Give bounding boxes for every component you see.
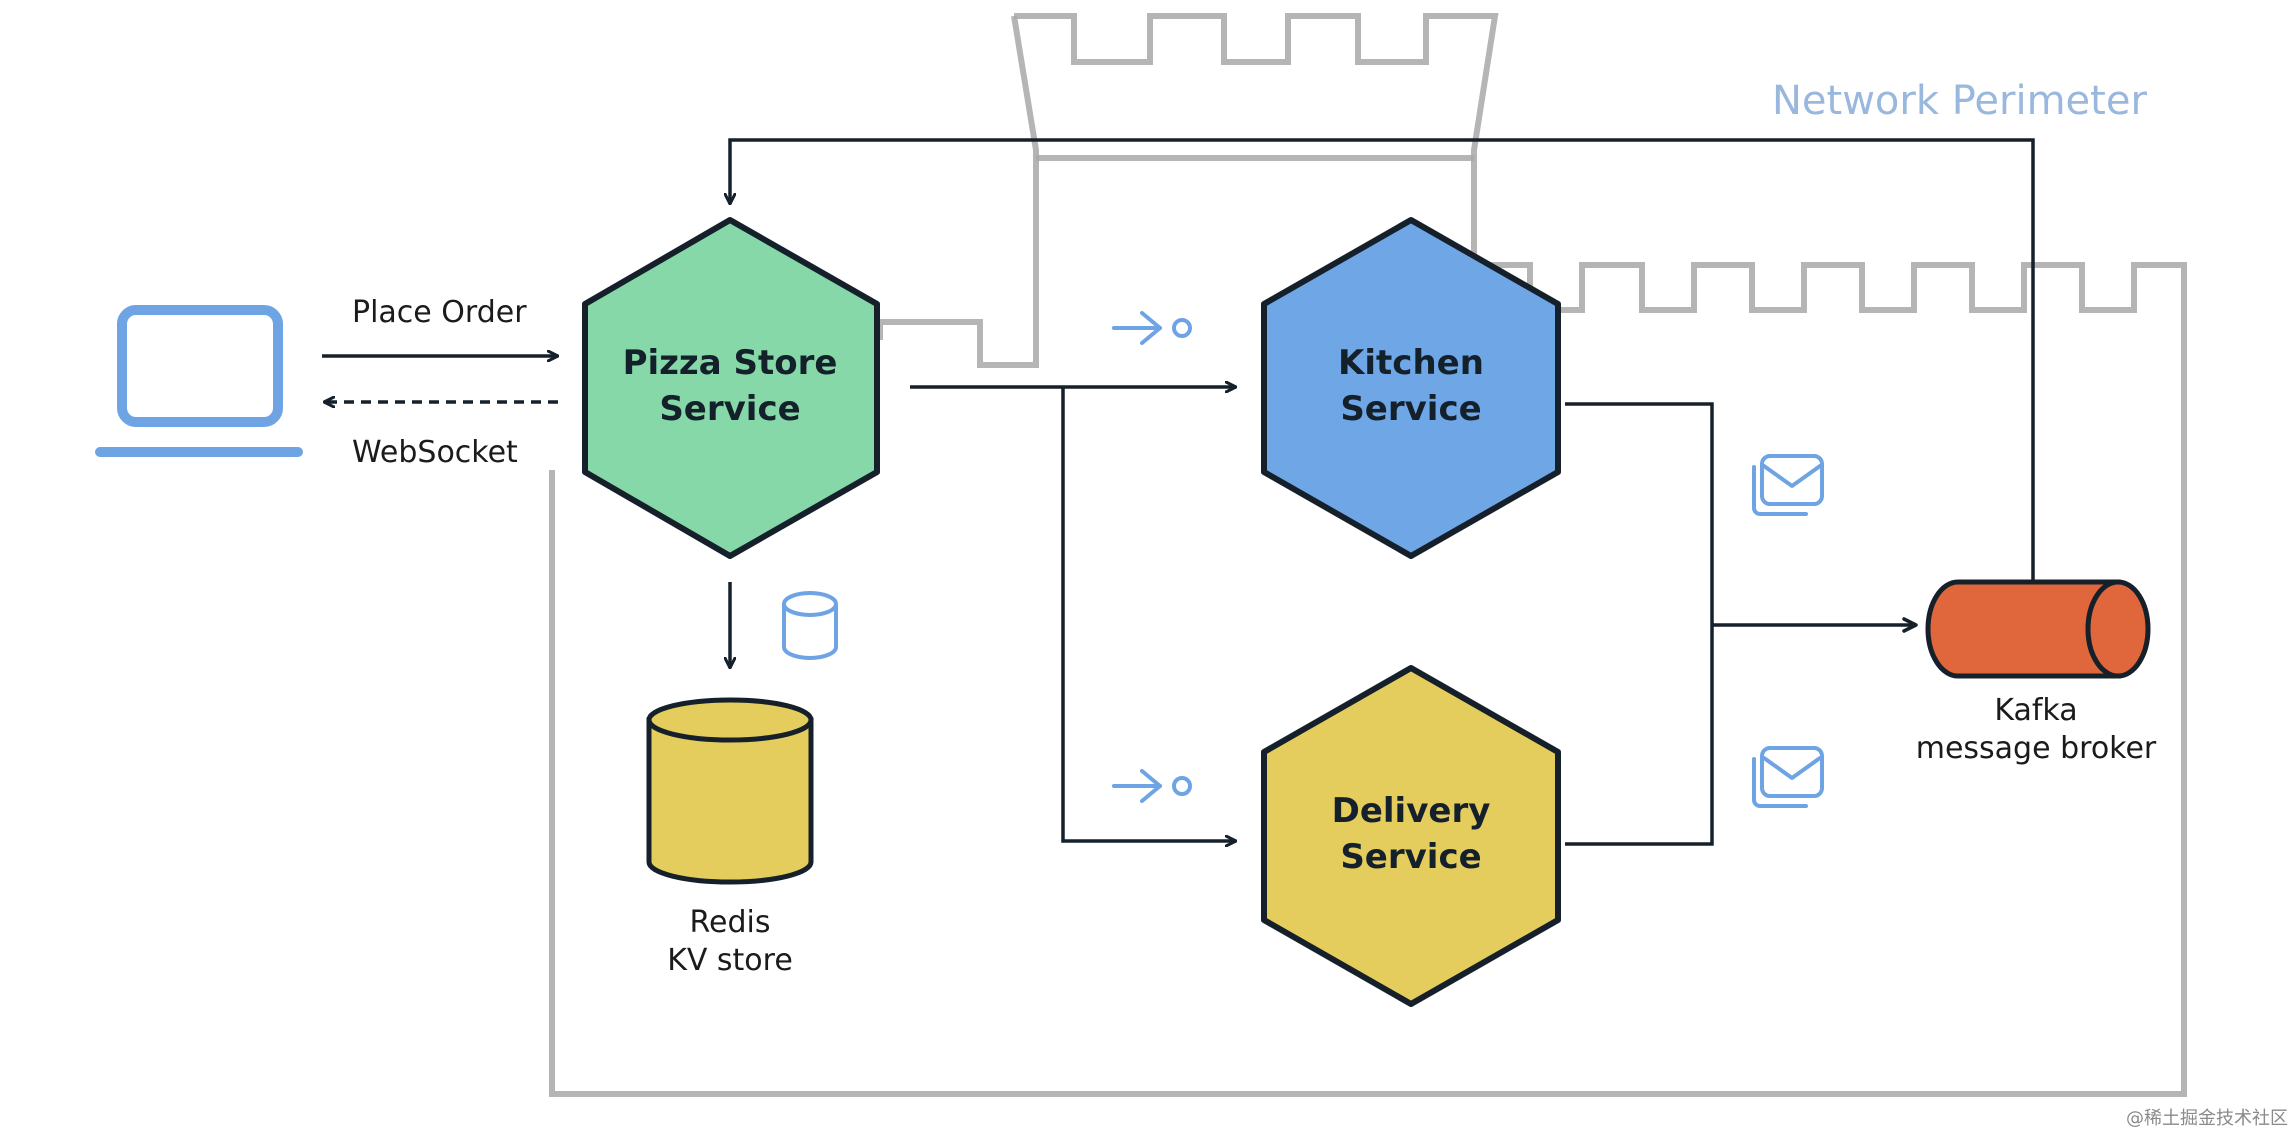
message-icon: [1752, 746, 1824, 808]
websocket-label: WebSocket: [352, 435, 518, 470]
redis-label-line1: Redis: [690, 905, 771, 940]
pizza-store-label-line1: Pizza Store: [623, 343, 838, 383]
laptop-icon: [95, 305, 303, 457]
kitchen-to-kafka-connector: [1565, 402, 1714, 846]
kafka-to-pizza-arrow: [730, 138, 2035, 582]
kitchen-label-line1: Kitchen: [1338, 343, 1484, 383]
kafka-label-line2: message broker: [1916, 731, 2157, 766]
event-trigger-icon: [1112, 311, 1192, 345]
pizza-to-delivery-arrow: [1061, 387, 1236, 841]
pizza-store-service-node: Pizza Store Service: [582, 217, 880, 559]
pizza-store-label-line2: Service: [659, 389, 800, 429]
database-icon: [782, 591, 838, 660]
message-icon: [1752, 454, 1824, 516]
kafka-broker: [1925, 579, 2151, 679]
watermark: @稀土掘金技术社区: [2126, 1108, 2288, 1129]
event-trigger-icon: [1112, 769, 1192, 803]
delivery-label-line1: Delivery: [1332, 791, 1491, 831]
redis-kv-store: [646, 697, 814, 885]
kitchen-hexagon: [1261, 217, 1561, 559]
redis-label-line2: KV store: [667, 943, 793, 978]
kitchen-service-node: Kitchen Service: [1261, 217, 1561, 559]
network-perimeter-label: Network Perimeter: [1772, 78, 2147, 124]
kafka-label-line1: Kafka: [1994, 693, 2077, 728]
delivery-label-line2: Service: [1340, 837, 1481, 877]
pizza-store-hexagon: [582, 217, 880, 559]
delivery-service-node: Delivery Service: [1261, 665, 1561, 1007]
delivery-hexagon: [1261, 665, 1561, 1007]
place-order-label: Place Order: [352, 295, 527, 330]
kitchen-label-line2: Service: [1340, 389, 1481, 429]
